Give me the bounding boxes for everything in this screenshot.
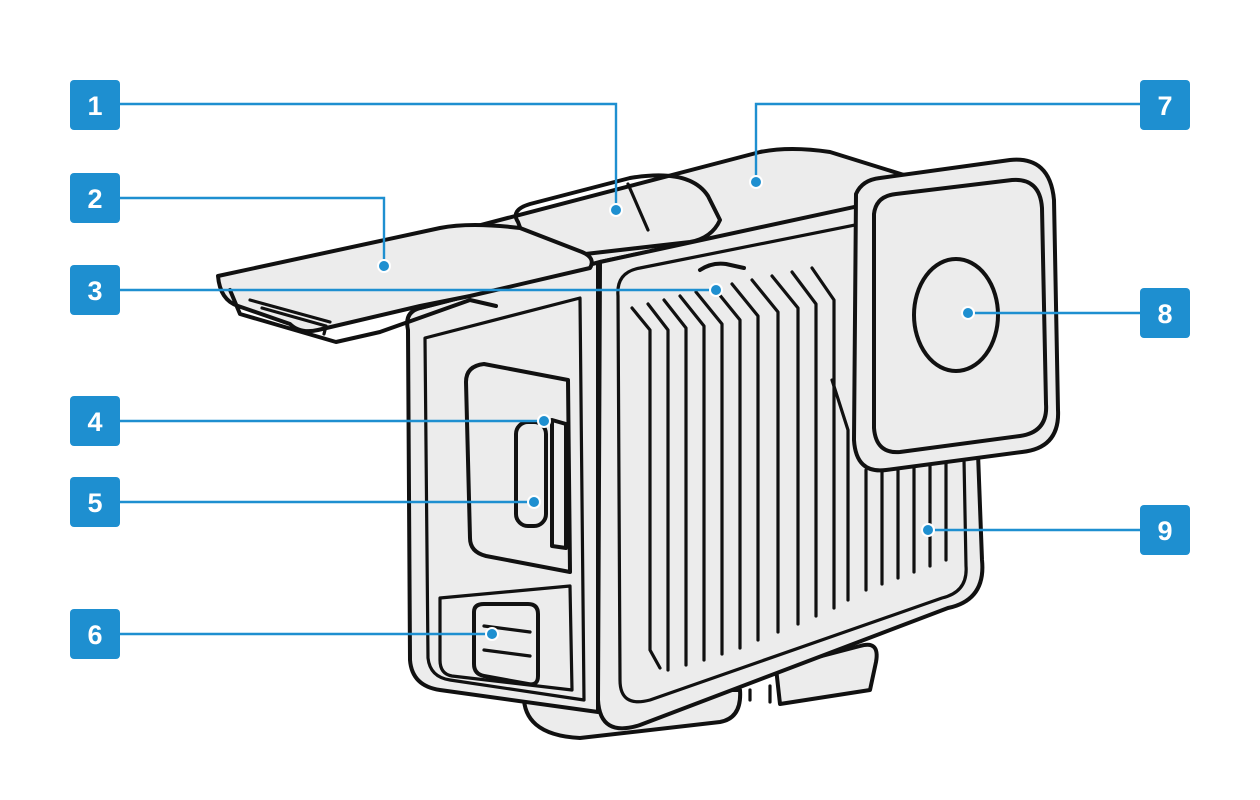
callout-7: 7 — [1140, 80, 1190, 130]
callout-label: 7 — [1157, 91, 1172, 121]
callout-label: 3 — [87, 276, 102, 306]
callout-label: 1 — [87, 91, 102, 121]
callout-label: 4 — [87, 407, 102, 437]
leader-dots — [377, 175, 975, 641]
callout-3: 3 — [70, 265, 120, 315]
callout-5: 5 — [70, 477, 120, 527]
callout-9: 9 — [1140, 505, 1190, 555]
callout-label: 5 — [87, 488, 102, 518]
camera-illustration — [216, 147, 1061, 740]
callout-label: 8 — [1157, 299, 1172, 329]
callout-1: 1 — [70, 80, 120, 130]
callout-label: 2 — [87, 184, 102, 214]
callout-6: 6 — [70, 609, 120, 659]
leader-lines — [120, 102, 1140, 636]
callout-8: 8 — [1140, 288, 1190, 338]
callout-2: 2 — [70, 173, 120, 223]
callout-4: 4 — [70, 396, 120, 446]
callout-label: 6 — [87, 620, 102, 650]
callout-label: 9 — [1157, 516, 1172, 546]
